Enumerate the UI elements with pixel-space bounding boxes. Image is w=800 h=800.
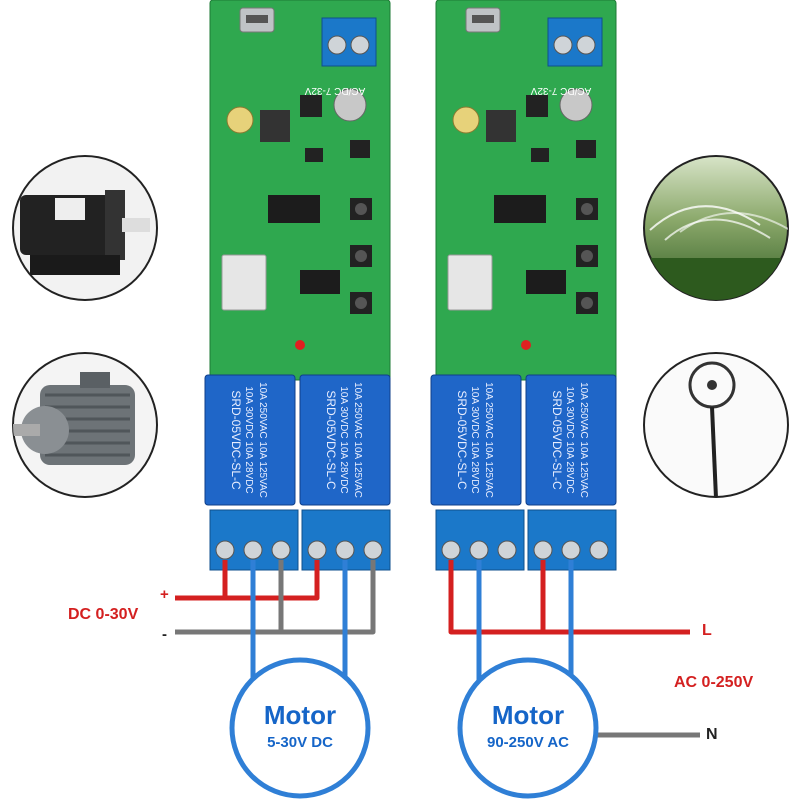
left-motor-title: Motor xyxy=(263,700,337,730)
relay-1b-model: SRD-05VDC-SL-C xyxy=(324,390,338,490)
line-label: L xyxy=(702,622,712,639)
left-motor-circle xyxy=(229,657,371,799)
relay-2b-model: SRD-05VDC-SL-C xyxy=(550,390,564,490)
relay-board xyxy=(204,0,391,571)
relay-2b-line-1: 10A 250VAC 10A 125VAC xyxy=(578,382,589,498)
right-motor-circle xyxy=(457,657,599,799)
neutral-label: N xyxy=(706,726,718,743)
relay-1b-line-1: 10A 250VAC 10A 125VAC xyxy=(352,382,363,498)
relay-1a-line-1: 10A 250VAC 10A 125VAC xyxy=(257,382,268,498)
left-wiring xyxy=(175,560,376,692)
right-wiring xyxy=(448,560,700,738)
dc-minus-sign: - xyxy=(162,626,167,643)
board-2-input-marking: AC/DC 7-32V xyxy=(530,85,591,96)
relay-1b-line-2: 10A 30VDC 10A 28VDC xyxy=(338,386,349,493)
relay-2a-model: SRD-05VDC-SL-C xyxy=(455,390,469,490)
dc-supply-label: DC 0-30V xyxy=(68,606,139,623)
dc-motor-photo xyxy=(12,155,158,301)
right-motor-rating: 90-250V AC xyxy=(487,734,569,751)
ac-motor-photo xyxy=(12,352,158,498)
relay-2a-line-1: 10A 250VAC 10A 125VAC xyxy=(483,382,494,498)
board-1-input-marking: AC/DC 7-32V xyxy=(304,85,365,96)
right-motor-title: Motor xyxy=(491,700,565,730)
dc-plus-sign: + xyxy=(160,586,169,603)
fan-photo xyxy=(643,352,789,498)
sprinkler-photo xyxy=(643,155,789,301)
relay-2a-line-2: 10A 30VDC 10A 28VDC xyxy=(469,386,480,493)
left-motor-rating: 5-30V DC xyxy=(267,734,333,751)
relay-1a-line-2: 10A 30VDC 10A 28VDC xyxy=(243,386,254,493)
relay-2b-line-2: 10A 30VDC 10A 28VDC xyxy=(564,386,575,493)
ac-supply-label: AC 0-250V xyxy=(674,674,754,691)
relay-1a-model: SRD-05VDC-SL-C xyxy=(229,390,243,490)
